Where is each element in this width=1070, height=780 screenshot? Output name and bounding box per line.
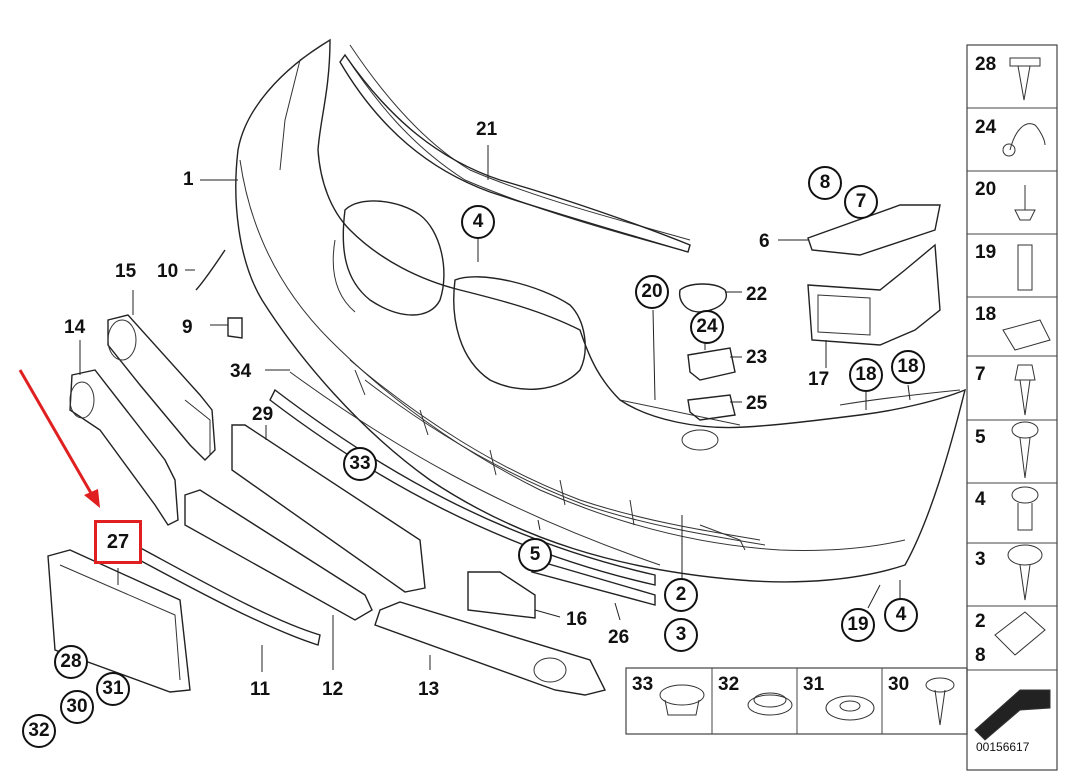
callout-16: 16 <box>566 609 588 630</box>
side-panel-label-2: 2 <box>975 611 986 632</box>
highlighted-callout-27: 27 <box>94 520 142 564</box>
callout-6: 6 <box>759 231 770 252</box>
callout-19: 19 <box>841 608 875 642</box>
highlight-arrow <box>18 369 97 501</box>
upper-trim-drawing <box>339 53 691 253</box>
callout-31: 31 <box>96 672 130 706</box>
callout-24: 24 <box>690 310 724 344</box>
side-panel-label-24: 24 <box>975 117 997 138</box>
callout-3: 3 <box>664 618 698 652</box>
callout-22: 22 <box>746 284 768 305</box>
bottom-fastener-icons <box>659 677 955 726</box>
callout-23: 23 <box>746 347 768 368</box>
callout-30: 30 <box>60 690 94 724</box>
side-panel-label-20: 20 <box>975 179 997 200</box>
callout-11: 11 <box>250 679 271 700</box>
callout-26: 26 <box>608 627 630 648</box>
license-bracket-drawing <box>231 424 426 593</box>
side-panel-label-19: 19 <box>975 242 997 263</box>
callout-34: 34 <box>230 361 252 382</box>
callout-29: 29 <box>252 404 274 425</box>
bottom-panel-label-32: 32 <box>718 674 740 695</box>
callout-4-lower: 4 <box>884 598 918 632</box>
diagram-number: 00156617 <box>976 740 1030 754</box>
bumper-cover-drawing <box>235 38 967 583</box>
side-panel-label-8: 8 <box>975 645 986 666</box>
leader-lines <box>79 145 911 672</box>
plate-base-drawing <box>47 549 191 693</box>
callout-21: 21 <box>476 119 498 140</box>
bottom-panel-frame <box>625 667 968 735</box>
callout-8: 8 <box>808 166 842 200</box>
callout-32: 32 <box>22 714 56 748</box>
callout-13: 13 <box>418 679 440 700</box>
callout-4-upper: 4 <box>461 205 495 239</box>
callout-33: 33 <box>343 447 377 481</box>
callout-1: 1 <box>183 169 194 190</box>
callout-25: 25 <box>746 393 768 414</box>
grille-small-drawing <box>69 369 179 526</box>
side-panel-label-5: 5 <box>975 427 986 448</box>
callout-2: 2 <box>664 578 698 612</box>
bottom-panel-label-30: 30 <box>888 674 910 695</box>
air-duct-drawing <box>807 243 941 346</box>
side-panel-label-28: 28 <box>975 54 997 75</box>
side-panel-label-4: 4 <box>975 489 986 510</box>
callout-5: 5 <box>518 538 552 572</box>
lower-grille-drawing <box>184 489 373 621</box>
callout-17: 17 <box>808 369 830 390</box>
side-panel-label-3: 3 <box>975 549 986 570</box>
callout-10: 10 <box>157 261 179 282</box>
callout-18-right: 18 <box>891 350 925 384</box>
callout-14: 14 <box>64 317 86 338</box>
callout-9: 9 <box>182 317 193 338</box>
side-panel-label-7: 7 <box>975 364 986 385</box>
side-panel-label-18: 18 <box>975 304 997 325</box>
fog-surround-drawing <box>374 601 607 696</box>
callout-28: 28 <box>54 645 88 679</box>
callout-18-left: 18 <box>849 358 883 392</box>
side-panel-frame <box>966 44 1058 771</box>
callout-7: 7 <box>844 185 878 219</box>
fastener-icons <box>974 57 1051 741</box>
callout-15: 15 <box>115 261 137 282</box>
callout-12: 12 <box>322 679 344 700</box>
bracket-drawing <box>807 204 941 256</box>
bottom-panel-label-33: 33 <box>632 674 654 695</box>
bottom-panel-label-31: 31 <box>803 674 825 695</box>
callout-20: 20 <box>635 275 669 309</box>
grille-left-drawing <box>107 314 216 461</box>
